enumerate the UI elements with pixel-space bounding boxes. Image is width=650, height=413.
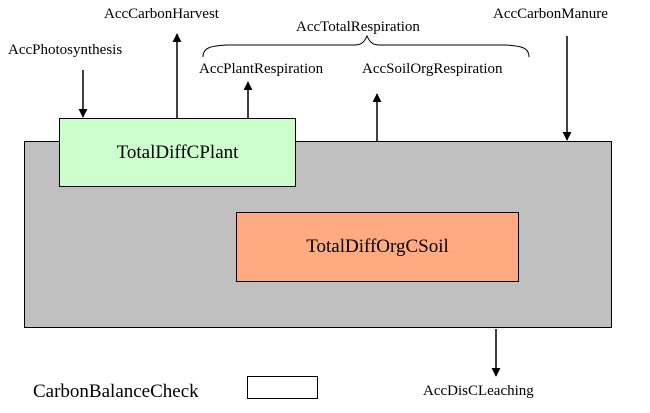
soil-respiration-label: AccSoilOrgRespiration xyxy=(362,61,503,77)
photosynthesis-label: AccPhotosynthesis xyxy=(8,42,123,58)
total-respiration-label: AccTotalRespiration xyxy=(296,19,420,35)
carbon-harvest-label: AccCarbonHarvest xyxy=(104,6,219,22)
plant-box-label: TotalDiffCPlant xyxy=(116,141,239,163)
carbon-balance-check-label: CarbonBalanceCheck xyxy=(33,381,199,402)
carbon-balance-check-field[interactable] xyxy=(247,376,318,399)
soil-box-label: TotalDiffOrgCSoil xyxy=(306,236,449,257)
soil-box[interactable]: TotalDiffOrgCSoil xyxy=(236,212,519,282)
total-respiration-brace xyxy=(202,34,530,58)
plant-box[interactable]: TotalDiffCPlant xyxy=(59,118,296,187)
leaching-label: AccDisCLeaching xyxy=(423,383,534,399)
carbon-manure-label: AccCarbonManure xyxy=(493,6,608,22)
plant-respiration-label: AccPlantRespiration xyxy=(199,61,324,77)
